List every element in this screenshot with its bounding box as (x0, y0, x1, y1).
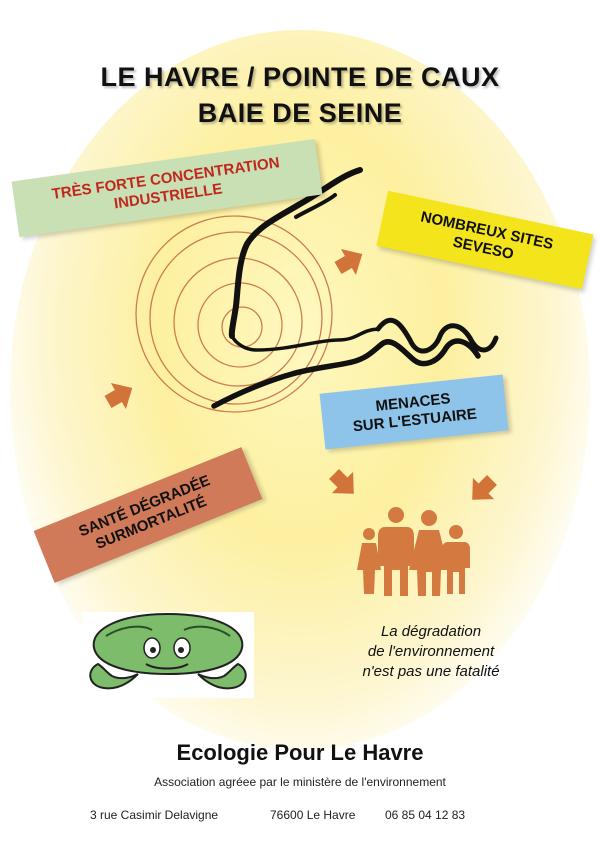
city: 76600 Le Havre (270, 808, 356, 822)
family-icon (357, 507, 470, 596)
orange-arrow-icon (104, 249, 497, 500)
crab-logo-icon (82, 612, 254, 698)
quote-line-2: de l'environnement (367, 643, 495, 660)
association-note: Association agréee par le ministère de l… (154, 775, 446, 789)
address: 3 rue Casimir Delavigne (90, 808, 219, 822)
title-line-2: BAIE DE SEINE (197, 98, 403, 128)
quote-line-3: n'est pas une fatalité (362, 663, 500, 680)
title-line-1: LE HAVRE / POINTE DE CAUX (100, 62, 500, 92)
organization-name: Ecologie Pour Le Havre (176, 740, 424, 765)
quote: La dégradation de l'environnement n'est … (336, 622, 526, 682)
quote-line-1: La dégradation (380, 623, 482, 640)
phone: 06 85 04 12 83 (385, 808, 466, 822)
